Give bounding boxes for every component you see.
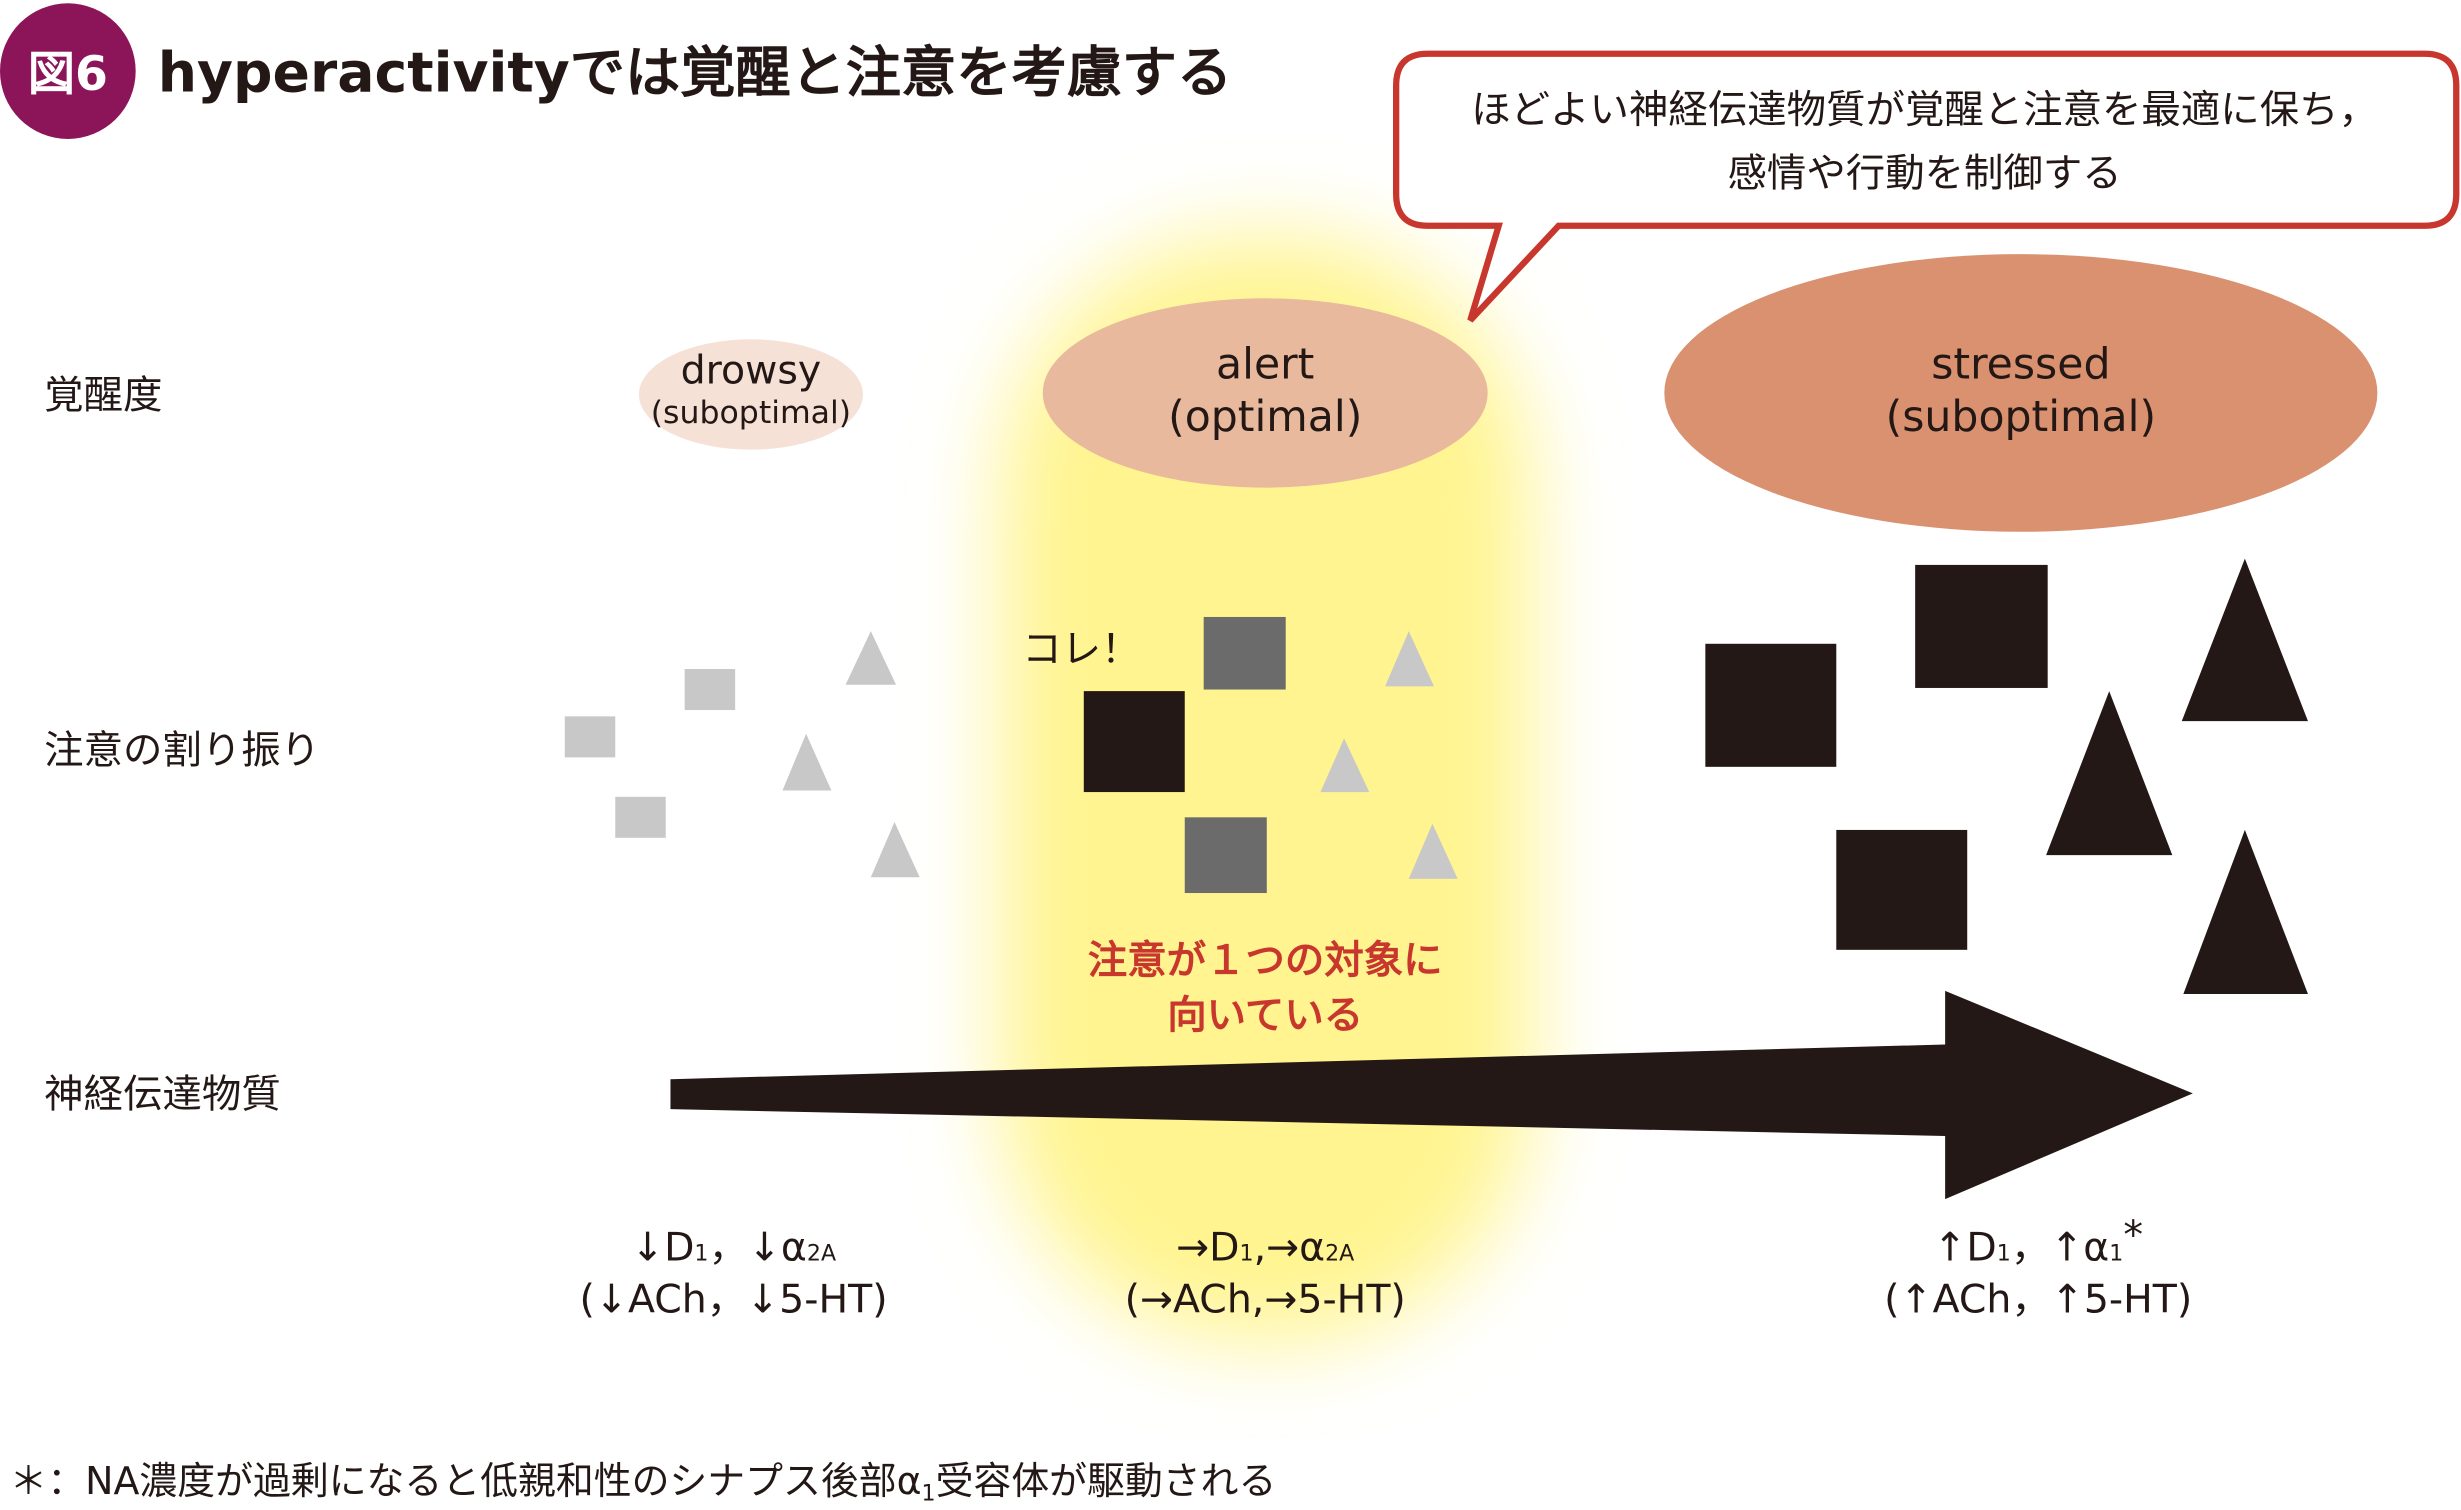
svg-text:↓D1，↓α2A: ↓D1，↓α2A bbox=[631, 1225, 836, 1271]
svg-text:(↑ACh，↑5-HT): (↑ACh，↑5-HT) bbox=[1884, 1277, 2192, 1323]
focus-text-line-1: 注意が１つの対象に bbox=[1088, 937, 1443, 983]
figure-badge bbox=[0, 3, 136, 139]
alert-note: (optimal) bbox=[1168, 392, 1362, 442]
speech-bubble bbox=[1392, 50, 2460, 323]
triangle-shape bbox=[2181, 558, 2308, 722]
drowsy-label: drowsy bbox=[681, 347, 822, 393]
square-shape bbox=[1836, 829, 1968, 950]
triangle-shape bbox=[782, 733, 832, 791]
bubble-line-2: 感情や行動を制御する bbox=[1728, 150, 2122, 196]
square-shape bbox=[1705, 643, 1837, 767]
stressed-note: (suboptimal) bbox=[1886, 392, 2156, 442]
focused-square-shape bbox=[1083, 691, 1185, 793]
triangle-shape bbox=[870, 822, 920, 878]
square-shape bbox=[684, 669, 736, 711]
svg-text:(↓ACh，↓5-HT): (↓ACh，↓5-HT) bbox=[580, 1277, 888, 1323]
focus-text-line-2: 向いている bbox=[1167, 993, 1363, 1039]
alert-attention-shapes bbox=[1083, 616, 1458, 894]
triangle-shape bbox=[2046, 691, 2173, 856]
alert-label: alert bbox=[1216, 340, 1314, 390]
triangle-shape bbox=[845, 631, 897, 685]
neurotransmitter-level-arrow bbox=[670, 990, 2193, 1200]
stressed-ellipse bbox=[1664, 254, 2378, 532]
transmitter-label-high: ↑D1，↑α1* (↑ACh，↑5-HT) bbox=[1884, 1212, 2192, 1323]
svg-text:(→ACh,→5-HT): (→ACh,→5-HT) bbox=[1125, 1277, 1406, 1323]
row-label-attention: 注意の割り振り bbox=[44, 728, 320, 774]
alert-ellipse bbox=[1042, 298, 1488, 488]
figure-badge-label: 図6 bbox=[28, 47, 108, 102]
square-shape bbox=[615, 796, 666, 838]
transmitter-label-optimal: →D1,→α2A (→ACh,→5-HT) bbox=[1125, 1225, 1406, 1323]
transmitter-label-low: ↓D1，↓α2A (↓ACh，↓5-HT) bbox=[580, 1225, 888, 1323]
triangle-shape bbox=[2183, 829, 2308, 995]
square-shape bbox=[1184, 817, 1267, 894]
stressed-label: stressed bbox=[1931, 340, 2110, 390]
triangle-shape bbox=[1385, 631, 1435, 687]
triangle-shape bbox=[1320, 738, 1370, 793]
svg-text:→D1,→α2A: →D1,→α2A bbox=[1176, 1225, 1354, 1271]
drowsy-attention-shapes bbox=[564, 631, 920, 878]
drowsy-note: (suboptimal) bbox=[651, 395, 851, 431]
square-shape bbox=[564, 716, 616, 758]
row-label-neurotransmitter: 神経伝達物質 bbox=[44, 1072, 281, 1118]
triangle-shape bbox=[1408, 823, 1458, 879]
square-shape bbox=[1915, 564, 2048, 688]
figure-title: hyperactivityでは覚醒と注意を考慮する bbox=[158, 42, 1232, 106]
stressed-attention-shapes bbox=[1705, 558, 2308, 995]
square-shape bbox=[1203, 616, 1286, 690]
drowsy-ellipse bbox=[638, 339, 863, 450]
footnote: ＊：NA濃度が過剰になると低親和性のシナプス後部α1受容体が駆動される bbox=[9, 1459, 1276, 1506]
row-label-arousal: 覚醒度 bbox=[44, 373, 162, 419]
bubble-line-1: ほどよい神経伝達物質が覚醒と注意を最適に保ち， bbox=[1471, 87, 2378, 133]
focus-label: コレ！ bbox=[1022, 627, 1140, 673]
svg-text:↑D1，↑α1*: ↑D1，↑α1* bbox=[1933, 1212, 2143, 1271]
